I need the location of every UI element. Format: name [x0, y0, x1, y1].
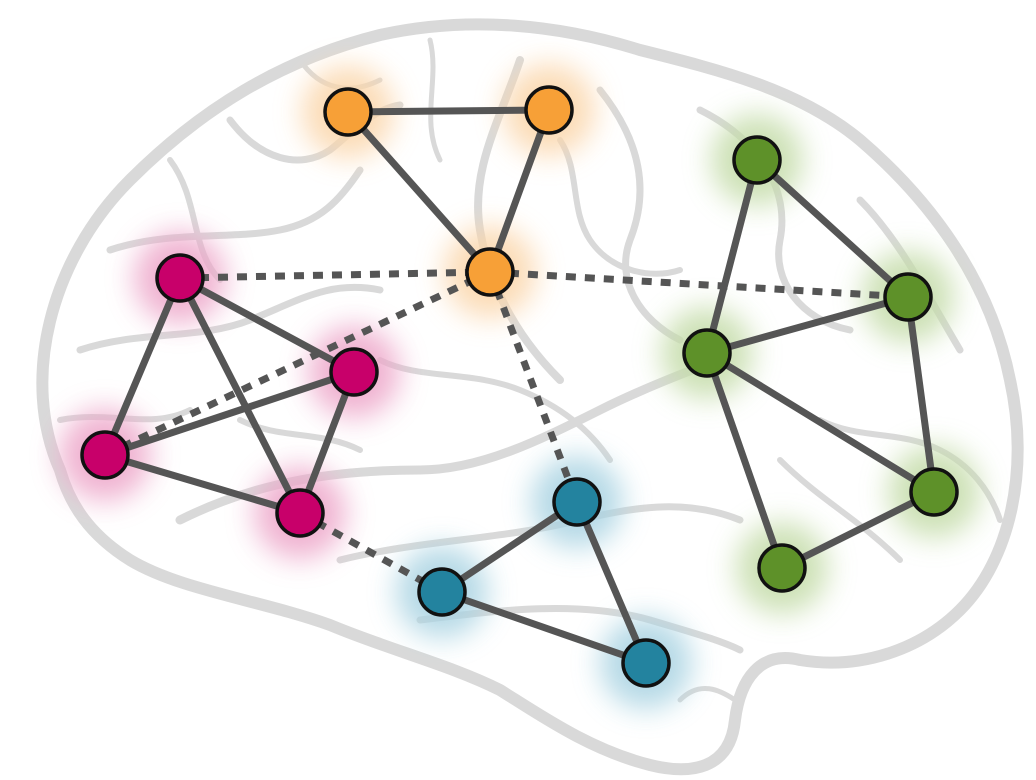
intra-edge-g2-g5 [904, 293, 938, 496]
inter-edge-m1-o3 [179, 268, 491, 282]
intra-edge-o1-o2 [344, 106, 553, 116]
intra-edge-g3-g4 [703, 349, 786, 572]
intra-edge-b1-b2 [438, 498, 581, 596]
intra-edge-m3-m4 [101, 451, 304, 517]
intra-edge-g3-g5 [703, 349, 938, 496]
intra-edge-o1-o3 [344, 108, 494, 276]
intra-edge-g1-g2 [753, 156, 912, 301]
inter-edge-m4-b2 [298, 509, 444, 596]
node-g1 [732, 135, 782, 185]
intra-edge-m1-m4 [176, 274, 304, 517]
node-b3 [621, 638, 671, 688]
intra-edge-o2-o3 [486, 106, 553, 276]
node-o2 [524, 85, 574, 135]
inter-edge-o3-g2 [489, 268, 909, 301]
intra-edge-m1-m3 [101, 274, 184, 459]
node-g5 [909, 467, 959, 517]
node-o1 [323, 87, 373, 137]
inter-edge-o3-b1 [486, 270, 581, 504]
network-nodes [80, 85, 959, 688]
intra-edge-b1-b3 [573, 498, 650, 667]
node-g2 [883, 272, 933, 322]
node-m3 [80, 430, 130, 480]
network-edges [101, 106, 938, 667]
node-b2 [417, 567, 467, 617]
intra-edge-m1-m2 [176, 274, 358, 376]
intra-edge-g1-g3 [703, 156, 761, 357]
node-g3 [682, 328, 732, 378]
node-g4 [757, 543, 807, 593]
node-b1 [552, 477, 602, 527]
intra-edge-g4-g5 [778, 488, 938, 572]
inter-edge-m3-o3 [103, 268, 492, 459]
node-o3 [465, 247, 515, 297]
intra-edge-b2-b3 [438, 588, 650, 667]
intra-edge-g2-g3 [703, 293, 912, 357]
node-m1 [155, 253, 205, 303]
node-m4 [275, 488, 325, 538]
intra-edge-m2-m4 [296, 368, 358, 517]
node-m2 [329, 347, 379, 397]
intra-edge-m2-m3 [101, 368, 358, 459]
